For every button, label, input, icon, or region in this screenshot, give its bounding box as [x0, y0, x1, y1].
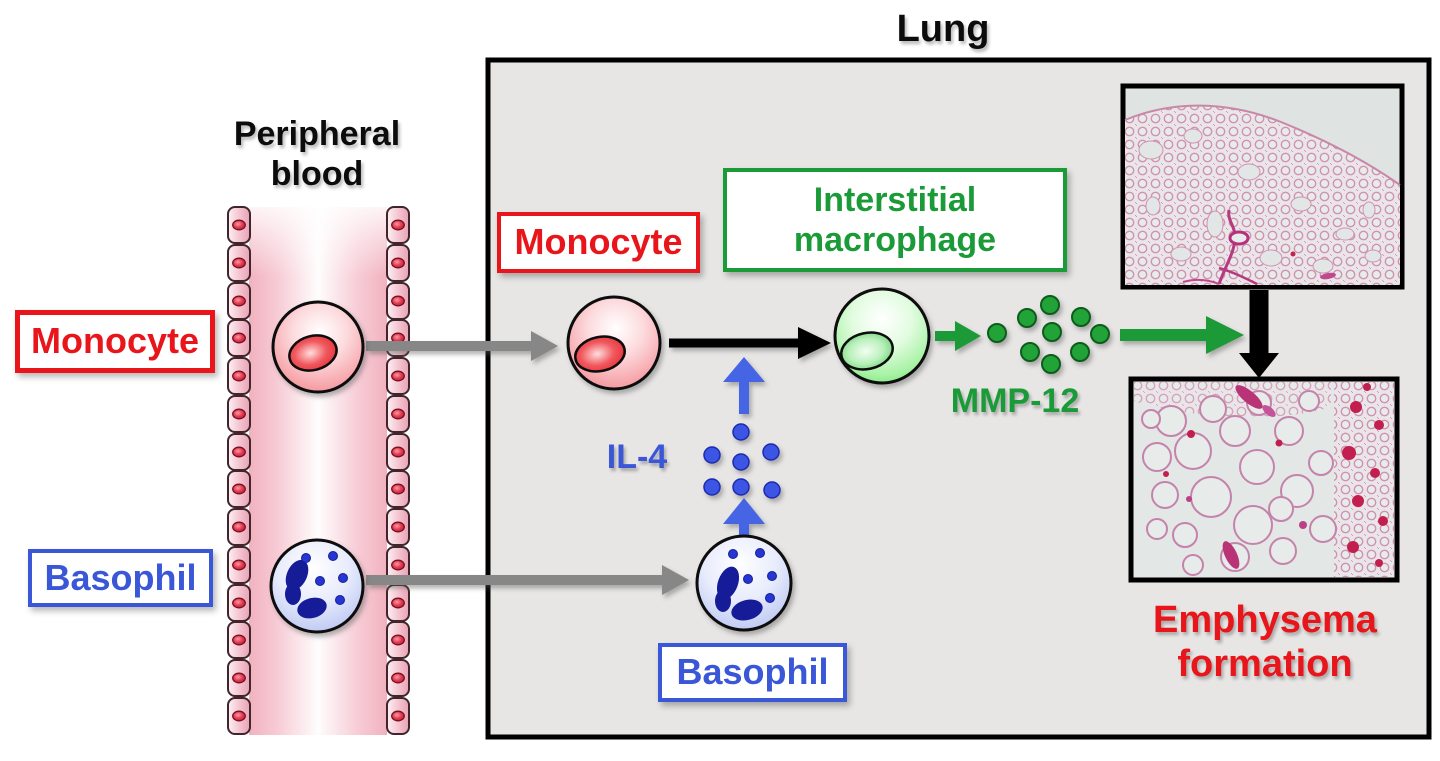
basophil-cell-blood	[269, 538, 365, 634]
vessel-wall-right	[386, 206, 410, 735]
histology-normal-lung	[1120, 83, 1405, 290]
vessel-wall-left	[227, 206, 251, 735]
monocyte-cell-lung	[566, 295, 662, 391]
monocyte-label-blood: Monocyte	[15, 310, 215, 373]
lung-title: Lung	[896, 8, 990, 50]
mmp12-label: MMP-12	[950, 382, 1080, 420]
basophil-label-blood: Basophil	[28, 549, 213, 607]
monocyte-label-lung: Monocyte	[497, 212, 700, 273]
monocyte-cell-blood	[271, 300, 365, 394]
basophil-label-lung: Basophil	[658, 643, 847, 702]
il4-label: IL-4	[606, 438, 668, 476]
arrow-mmp12-to-tissue	[1120, 316, 1244, 354]
blood-vessel	[227, 206, 410, 735]
emphysema-formation-label: Emphysema formation	[1153, 599, 1377, 685]
arrow-normal-to-emphysema	[1239, 290, 1279, 378]
basophil-cell-lung	[695, 534, 793, 632]
histology-emphysema-lung	[1128, 376, 1400, 583]
peripheral-blood-heading: Peripheral blood	[233, 115, 401, 193]
arrow-basophil-migration	[366, 565, 689, 595]
il4-molecule-dots	[703, 423, 781, 499]
interstitial-macrophage-label: Interstitial macrophage	[723, 168, 1067, 272]
arrow-monocyte-to-macrophage	[669, 327, 831, 359]
mmp12-molecule-dots	[987, 295, 1110, 374]
interstitial-macrophage-cell	[833, 287, 931, 385]
arrow-monocyte-migration	[366, 331, 558, 361]
arrow-macrophage-secretes-mmp12	[935, 321, 981, 351]
arrow-il4-to-monocyte	[723, 357, 765, 414]
